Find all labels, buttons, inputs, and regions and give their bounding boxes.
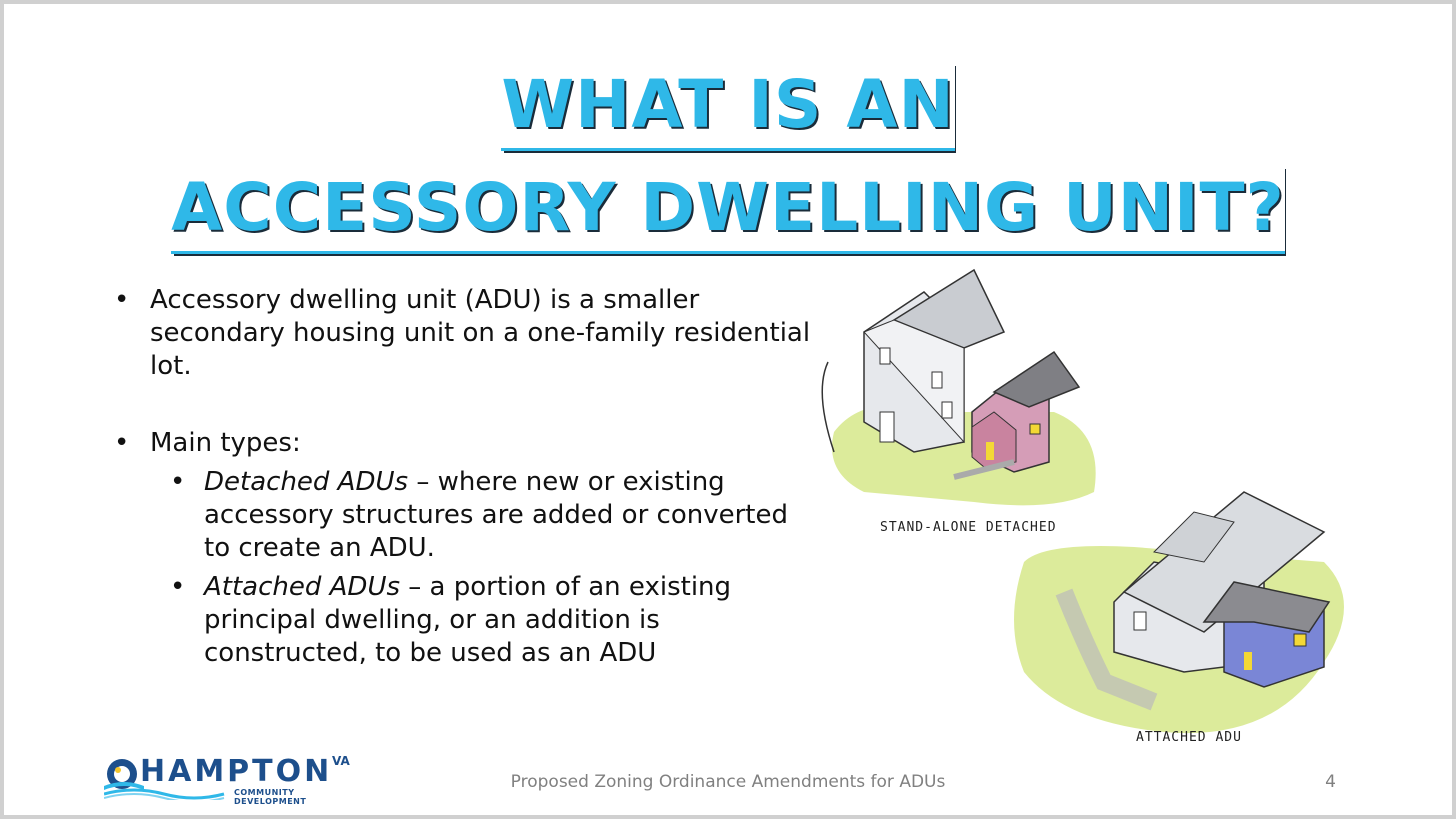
sub-bullet-detached: • Detached ADUs – where new or existing … <box>114 466 814 565</box>
path-line <box>821 361 835 453</box>
adu-detached-roof <box>992 350 1081 408</box>
caption-attached: ATTACHED ADU <box>1136 730 1242 745</box>
page-number: 4 <box>1325 772 1336 792</box>
lit-window <box>1029 423 1041 435</box>
lit-door <box>1244 652 1252 670</box>
logo-emblem-icon <box>104 759 144 790</box>
bullet-dot: • <box>170 467 186 497</box>
adu-porch <box>971 411 1017 468</box>
caption-detached: STAND-ALONE DETACHED <box>880 520 1057 535</box>
window <box>1133 611 1147 631</box>
bullet-main-types: • Main types: <box>114 427 814 460</box>
bullet-text: Accessory dwelling unit (ADU) is a small… <box>150 285 811 381</box>
sub-bullet-text: – a portion of an existing principal dwe… <box>204 572 732 668</box>
walkway <box>953 459 1015 480</box>
lit-window <box>1293 633 1307 647</box>
title-line-1: WHAT IS AN <box>501 62 955 151</box>
logo-state: VA <box>332 754 350 768</box>
attached-wing-roof <box>1152 511 1235 563</box>
logo-wave-icon <box>104 788 225 800</box>
sub-bullet-term: Attached ADUs <box>204 572 401 602</box>
logo-name: HAMPTON <box>140 754 333 789</box>
bullet-dot: • <box>170 572 186 602</box>
title-line-2: ACCESSORY DWELLING UNIT? <box>171 165 1285 254</box>
sub-bullet-attached: • Attached ADUs – a portion of an existi… <box>114 571 814 670</box>
bullet-dot: • <box>114 428 130 458</box>
adu-illustration: STAND-ALONE DETACHED ATTACHED ADU <box>804 262 1364 752</box>
driveway <box>1055 588 1158 711</box>
slide: WHAT IS AN ACCESSORY DWELLING UNIT? • Ac… <box>4 4 1452 815</box>
front-door <box>879 411 895 443</box>
bullet-text: Main types: <box>150 428 301 458</box>
hampton-logo: HAMPTON VA COMMUNITY DEVELOPMENT <box>104 752 364 806</box>
sub-bullet-term: Detached ADUs <box>204 467 409 497</box>
window <box>931 371 943 389</box>
slide-title: WHAT IS AN ACCESSORY DWELLING UNIT? <box>4 62 1452 268</box>
bullet-list: • Accessory dwelling unit (ADU) is a sma… <box>114 284 814 670</box>
bullet-adu-definition: • Accessory dwelling unit (ADU) is a sma… <box>114 284 814 383</box>
window <box>879 347 891 365</box>
window <box>941 401 953 419</box>
lit-door <box>986 442 994 460</box>
sub-bullet-text: – where new or existing accessory struct… <box>204 467 788 563</box>
house-sketches <box>821 268 1344 734</box>
bullet-dot: • <box>114 285 130 315</box>
logo-subtitle: COMMUNITY DEVELOPMENT <box>234 788 307 806</box>
footer-title: Proposed Zoning Ordinance Amendments for… <box>510 772 946 792</box>
adu-attached-roof <box>1202 581 1331 633</box>
